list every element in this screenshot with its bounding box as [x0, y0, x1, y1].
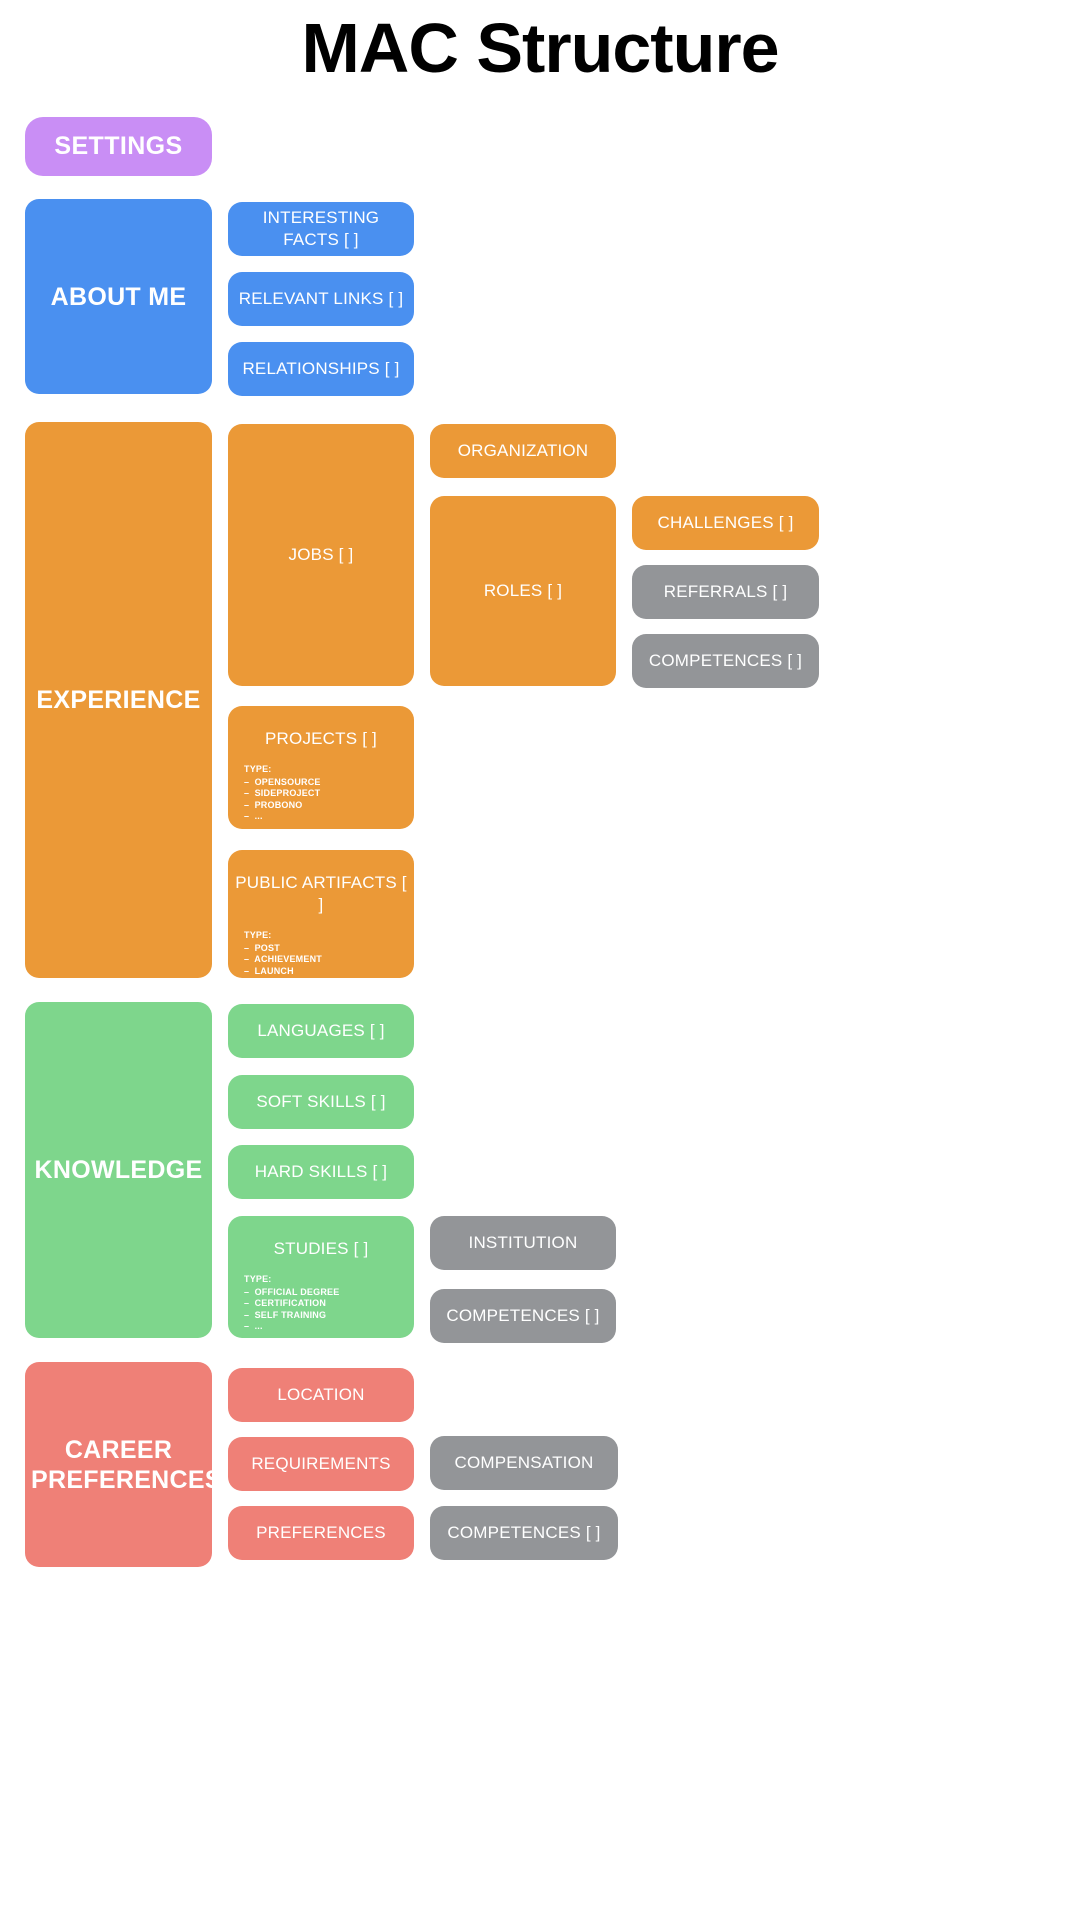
section-experience[interactable]: EXPERIENCE [25, 422, 212, 978]
card-soft-skills[interactable]: SOFT SKILLS [ ] [228, 1075, 414, 1129]
type-item: – LAUNCH [244, 965, 294, 976]
card-institution-label: INSTITUTION [468, 1233, 578, 1252]
career-label-line2: PREFERENCES [31, 1465, 212, 1494]
type-heading: TYPE: [244, 764, 272, 774]
card-projects-label: PROJECTS [ ] [265, 729, 377, 748]
card-hard-skills[interactable]: HARD SKILLS [ ] [228, 1145, 414, 1199]
card-interesting-facts[interactable]: INTERESTING FACTS [ ] [228, 202, 414, 256]
card-jobs-label: JOBS [ ] [288, 545, 354, 564]
card-projects[interactable]: PROJECTS [ ] TYPE: – OPENSOURCE – SIDEPR… [228, 706, 414, 829]
type-item: – ... [244, 811, 263, 821]
type-heading: TYPE: [244, 1274, 272, 1284]
card-public-artifacts[interactable]: PUBLIC ARTIFACTS [ ] TYPE: – POST – ACHI… [228, 850, 414, 978]
card-knowledge-competences[interactable]: COMPETENCES [ ] [430, 1289, 616, 1343]
settings-label: SETTINGS [54, 132, 183, 160]
card-roles[interactable]: ROLES [ ] [430, 496, 616, 686]
card-compensation[interactable]: COMPENSATION [430, 1436, 618, 1490]
section-experience-label: EXPERIENCE [36, 686, 201, 714]
card-challenges[interactable]: CHALLENGES [ ] [632, 496, 819, 550]
card-roles-label: ROLES [ ] [483, 581, 563, 600]
type-item: – SELF TRAINING [244, 1309, 327, 1320]
settings-block[interactable]: SETTINGS [25, 117, 212, 176]
card-interesting-facts-label: INTERESTING FACTS [ ] [262, 208, 380, 249]
card-public-artifacts-types: TYPE: – POST – ACHIEVEMENT – LAUNCH – ..… [228, 930, 414, 978]
card-location-label: LOCATION [277, 1385, 365, 1404]
card-location[interactable]: LOCATION [228, 1368, 414, 1422]
card-relationships[interactable]: RELATIONSHIPS [ ] [228, 342, 414, 396]
section-about-me[interactable]: ABOUT ME [25, 199, 212, 394]
card-knowledge-competences-label: COMPETENCES [ ] [446, 1306, 600, 1325]
type-heading: TYPE: [244, 930, 272, 940]
card-soft-skills-label: SOFT SKILLS [ ] [256, 1092, 386, 1111]
card-languages-label: LANGUAGES [ ] [257, 1021, 385, 1040]
card-languages[interactable]: LANGUAGES [ ] [228, 1004, 414, 1058]
card-career-competences-label: COMPETENCES [ ] [447, 1523, 601, 1542]
type-item: – PROBONO [244, 799, 303, 810]
card-projects-types: TYPE: – OPENSOURCE – SIDEPROJECT – PROBO… [228, 764, 414, 823]
section-career-preferences-label: CAREER PREFERENCES [25, 1435, 212, 1495]
card-preferences[interactable]: PREFERENCES [228, 1506, 414, 1560]
card-requirements-label: REQUIREMENTS [251, 1454, 391, 1473]
card-compensation-label: COMPENSATION [454, 1453, 594, 1472]
card-organization-label: ORGANIZATION [457, 441, 589, 460]
card-studies-types: TYPE: – OFFICIAL DEGREE – CERTIFICATION … [228, 1274, 414, 1333]
card-studies-label: STUDIES [ ] [273, 1239, 369, 1258]
card-referrals-label: REFERRALS [ ] [663, 582, 788, 601]
page-title: MAC Structure [301, 9, 779, 87]
section-knowledge[interactable]: KNOWLEDGE [25, 1002, 212, 1338]
card-preferences-label: PREFERENCES [256, 1523, 386, 1542]
card-hard-skills-label: HARD SKILLS [ ] [254, 1162, 388, 1181]
type-item: – OFFICIAL DEGREE [244, 1286, 340, 1297]
card-relationships-label: RELATIONSHIPS [ ] [242, 359, 400, 378]
career-label-line1: CAREER [64, 1435, 173, 1464]
card-experience-competences[interactable]: COMPETENCES [ ] [632, 634, 819, 688]
card-experience-competences-label: COMPETENCES [ ] [648, 651, 803, 670]
card-studies[interactable]: STUDIES [ ] TYPE: – OFFICIAL DEGREE – CE… [228, 1216, 414, 1338]
type-item: – POST [244, 942, 280, 953]
card-career-competences[interactable]: COMPETENCES [ ] [430, 1506, 618, 1560]
card-institution[interactable]: INSTITUTION [430, 1216, 616, 1270]
type-item: – OPENSOURCE [244, 776, 321, 787]
card-requirements[interactable]: REQUIREMENTS [228, 1437, 414, 1491]
section-career-preferences[interactable]: CAREER PREFERENCES [25, 1362, 212, 1567]
type-item: – SIDEPROJECT [244, 788, 321, 798]
type-item: – CERTIFICATION [244, 1298, 327, 1308]
type-item: – ... [244, 977, 414, 978]
section-knowledge-label: KNOWLEDGE [34, 1156, 203, 1184]
card-challenges-label: CHALLENGES [ ] [657, 513, 794, 532]
card-relevant-links[interactable]: RELEVANT LINKS [ ] [228, 272, 414, 326]
card-jobs[interactable]: JOBS [ ] [228, 424, 414, 686]
card-organization[interactable]: ORGANIZATION [430, 424, 616, 478]
section-about-me-label: ABOUT ME [50, 282, 187, 311]
card-relevant-links-label: RELEVANT LINKS [ ] [238, 289, 404, 308]
type-item: – ... [244, 1321, 263, 1331]
card-referrals[interactable]: REFERRALS [ ] [632, 565, 819, 619]
card-public-artifacts-label: PUBLIC ARTIFACTS [ ] [235, 873, 407, 914]
type-item: – ACHIEVEMENT [244, 954, 322, 964]
